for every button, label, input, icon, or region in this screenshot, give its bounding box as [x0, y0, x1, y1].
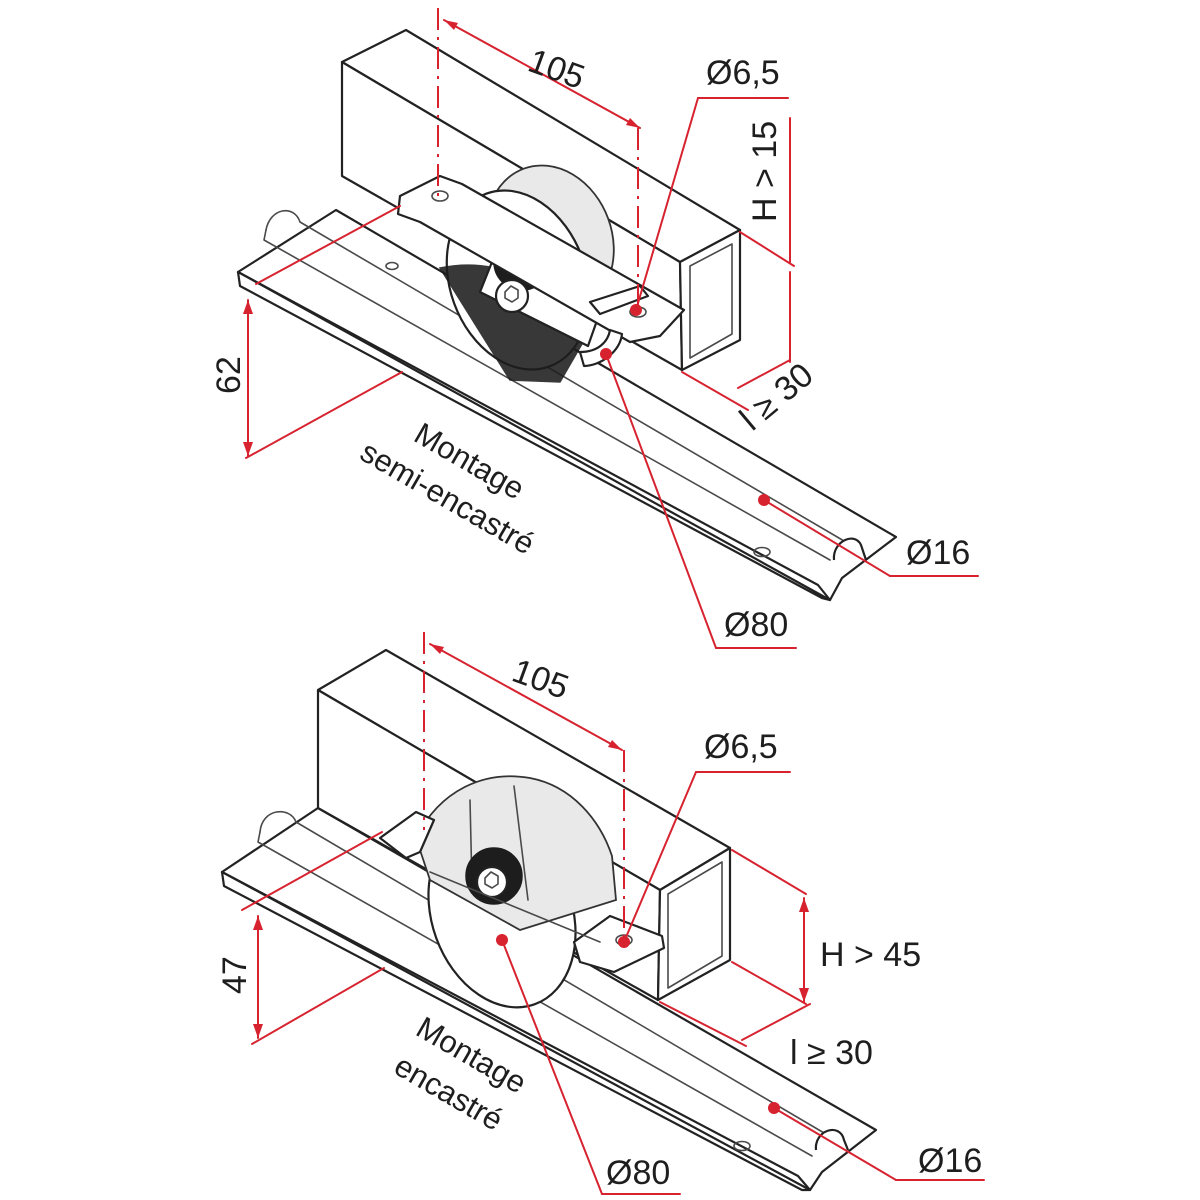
bottom-assembly: 105 Ø6,5 H > 45 l ≥ 30 47 Ø16 Ø80 Montag…: [216, 632, 985, 1195]
bottom-width-label: l ≥ 30: [790, 1034, 873, 1072]
top-roller: [396, 164, 686, 383]
bottom-spacing-label: 105: [507, 652, 573, 707]
top-rail: [236, 208, 898, 602]
bottom-height-label: H > 45: [820, 936, 921, 974]
bottom-wheel-label: Ø80: [606, 1154, 670, 1192]
bottom-hole-label: Ø6,5: [704, 728, 778, 766]
bottom-rail-label: Ø16: [918, 1142, 982, 1180]
top-hole-label: Ø6,5: [706, 54, 780, 92]
top-dimensions: [243, 8, 979, 649]
top-spacing-label: 105: [523, 42, 589, 97]
bottom-roller: [378, 775, 666, 1009]
bottom-offset-label: 47: [216, 956, 254, 994]
top-offset-label: 62: [210, 356, 248, 394]
top-rail-label: Ø16: [906, 534, 970, 572]
bottom-dimensions: [241, 632, 985, 1195]
top-height-label: H > 15: [746, 121, 784, 222]
top-assembly: 105 Ø6,5 H > 15 l ≥ 30 62 Ø16 Ø80 Montag…: [210, 8, 979, 649]
top-wheel-label: Ø80: [724, 606, 788, 644]
